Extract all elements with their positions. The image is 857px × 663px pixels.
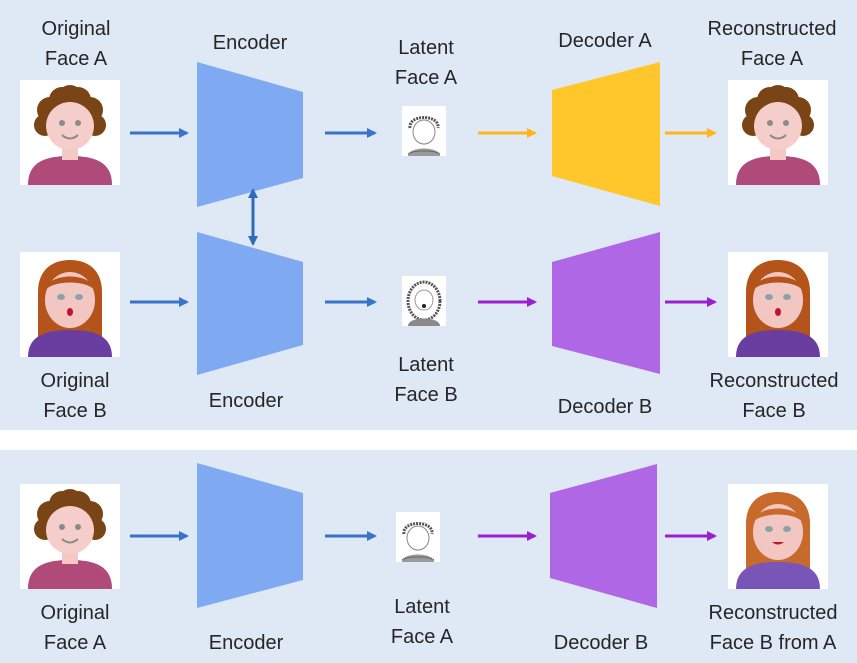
label-line: Reconstructed (709, 370, 839, 392)
original-face-a-image (19, 79, 121, 186)
label-line: Face B (742, 400, 806, 422)
label-line: Original (40, 370, 110, 392)
original-face-b-image (20, 252, 120, 357)
latent-face-a-image (400, 104, 448, 158)
label-line: Face A (390, 626, 454, 648)
reconstructed-face-b-from-a-image (728, 484, 828, 589)
label-line: Face B (394, 384, 458, 406)
label-original-face-b: Original Face B (10, 366, 140, 426)
label-reconstructed-face-b: Reconstructed Face B (694, 366, 854, 426)
label-line: Original (41, 18, 111, 40)
label-decoder-b: Decoder B (557, 396, 653, 418)
label-latent-face-b: Latent Face B (366, 350, 486, 410)
encoder-bottom-shape (197, 232, 303, 375)
label-line: Face A (394, 67, 458, 89)
label-bottom-encoder: Encoder (208, 632, 284, 654)
label-decoder-a: Decoder A (558, 30, 652, 52)
bottom-encoder-shape (197, 463, 303, 608)
label-line: Face A (740, 48, 804, 70)
label-original-face-a: Original Face A (16, 14, 136, 74)
label-line: Latent (398, 37, 454, 59)
label-line: Reconstructed (707, 18, 837, 40)
label-reconstructed-face-b-from-a: Reconstructed Face B from A (690, 598, 856, 658)
label-line: Latent (398, 354, 454, 376)
top-panel (0, 0, 857, 430)
bottom-latent-face-a-image (394, 510, 442, 564)
bottom-original-face-a-image (19, 483, 121, 590)
label-line: Face B (43, 400, 107, 422)
bottom-decoder-b-shape (550, 464, 657, 608)
reconstructed-face-b-image (728, 252, 828, 357)
label-line: Latent (394, 596, 450, 618)
label-line: Face A (44, 48, 108, 70)
label-encoder-bottom: Encoder (208, 390, 284, 412)
label-line: Original (40, 602, 110, 624)
label-bottom-original-face-a: Original Face A (10, 598, 140, 658)
encoder-top-shape (197, 62, 303, 207)
reconstructed-face-a-image (727, 79, 829, 186)
decoder-b-shape (552, 232, 660, 374)
label-bottom-decoder-b: Decoder B (553, 632, 649, 654)
latent-face-b-image (400, 274, 448, 328)
label-bottom-latent-face-a: Latent Face A (362, 592, 482, 652)
label-line: Reconstructed (708, 602, 838, 624)
label-latent-face-a: Latent Face A (366, 33, 486, 93)
decoder-a-shape (552, 62, 660, 206)
label-encoder-top: Encoder (212, 32, 288, 54)
label-line: Face A (43, 632, 107, 654)
label-reconstructed-face-a: Reconstructed Face A (692, 14, 852, 74)
label-line: Face B from A (709, 632, 837, 654)
